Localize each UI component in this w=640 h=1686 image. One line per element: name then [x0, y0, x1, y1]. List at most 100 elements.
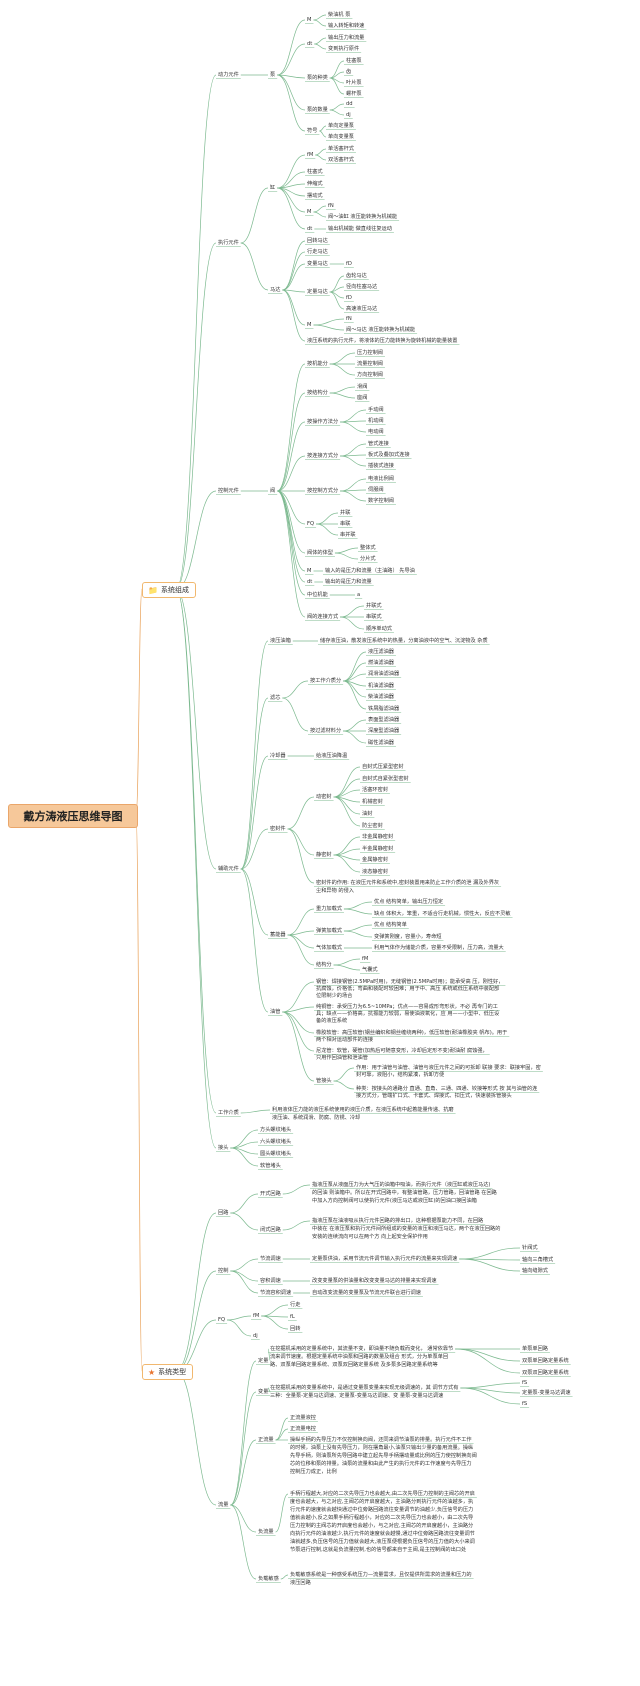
- node-gang-2[interactable]: 伸缩式: [307, 180, 323, 187]
- node-dingliang-2[interactable]: 流来调节速度。根据定量系统中油泵和回路的数量及组合 形式，分为单泵单回: [270, 1353, 449, 1360]
- node-fq2-m-2[interactable]: fL: [290, 1313, 295, 1320]
- node-xn-qt[interactable]: 气体加载式: [316, 944, 342, 951]
- node-fa-zw-1[interactable]: a: [357, 591, 361, 598]
- node-jt-4[interactable]: 软管堵头: [260, 1162, 281, 1169]
- node-jt-3[interactable]: 圆头螺纹堵头: [260, 1150, 292, 1157]
- node-gjt-2a[interactable]: 种类：按接头的通路分 直通、直角、三通、四通、铰接等形式 按 其与油管的连: [356, 1085, 538, 1092]
- node-gang-mm-2[interactable]: 阀～油缸 液压能转换为机械能: [328, 213, 398, 220]
- node-beng-m-1[interactable]: 柴油机 泵: [328, 11, 351, 18]
- node-beng-dt[interactable]: dt: [307, 40, 313, 47]
- node-gongzuo-2[interactable]: 液压油、系统润滑、防腐、防锈、冷却: [272, 1114, 361, 1121]
- node-gang-dt-1[interactable]: 输出机械能 做直线往复运动: [328, 225, 392, 232]
- node-fa-lj-2[interactable]: 板式及叠加式连接: [368, 451, 410, 458]
- node-fuliu-3[interactable]: 行元件的速度就会越快通过中位旁路回路流往变量调节的油越少,负压信号的压力: [290, 1506, 474, 1513]
- node-kaishi-2[interactable]: 的回油 则油箱中。所以在开式回路中，有整油管路，压力管路，回油管路 在回路: [312, 1189, 497, 1196]
- node-gang-m-2[interactable]: 双活塞杆式: [328, 156, 354, 163]
- node-gjt-1a[interactable]: 作用：用于油管与油管、油管与液压元件之间的可拆卸 联接 要求：联接牢固，密: [356, 1064, 541, 1071]
- node-lx-gz-4[interactable]: 机油滤油器: [368, 682, 394, 689]
- node-zhengliu-5[interactable]: 先导手柄，则油泵所先导回路中建立起先导手柄摆动量成比例的压力使控制换向阀: [290, 1452, 477, 1459]
- node-fa-lj-3[interactable]: 插装式连接: [368, 462, 394, 469]
- node-mada-dl-2[interactable]: 径向柱塞马达: [346, 283, 378, 290]
- node-gang-3[interactable]: 摆动式: [307, 192, 323, 199]
- node-mf-d-6[interactable]: 防尘密封: [362, 822, 383, 829]
- node-lx-cl-3[interactable]: 磁性滤油器: [368, 739, 394, 746]
- node-yg-3b[interactable]: 两个相对运动部件的连接: [316, 1036, 374, 1043]
- node-yg-1a[interactable]: 钢管：焊接钢管(2.5MPa时用)，无缝钢管(2.5MPa时用)；能承受高 压，…: [316, 978, 504, 985]
- node-fa-lf-2[interactable]: 串联式: [366, 613, 382, 620]
- node-gjt-2b[interactable]: 接方式分，管端扩口式、卡套式、焊接式、扣压式，快速装拆管接头: [356, 1092, 512, 1099]
- node-mada-bl[interactable]: 变量马达: [307, 260, 328, 267]
- node-xn-jg-1[interactable]: fM: [362, 955, 369, 962]
- node-gang-dt[interactable]: dt: [307, 225, 313, 232]
- node-bianliang-c[interactable]: fS: [522, 1400, 528, 1407]
- node-fq2-m-1[interactable]: 行走: [290, 1301, 301, 1308]
- node-fa-zw[interactable]: 中位机能: [307, 591, 328, 598]
- node-fa-cz-2[interactable]: 机动阀: [368, 417, 384, 424]
- node-fuzai-2[interactable]: 液压回路: [290, 1579, 311, 1586]
- node-fuzai[interactable]: 负载敏感: [258, 1575, 279, 1582]
- node-zhengliu-4[interactable]: 的时候，油泵上没有先导压力，则在摆角最小,油泵只输出少量的备用流量。操纵: [290, 1444, 474, 1451]
- node-mf-d-3[interactable]: 活塞环密封: [362, 786, 388, 793]
- node-lx-gz-6[interactable]: 铁屑脂滤油器: [368, 705, 400, 712]
- node-bishi-3[interactable]: 安装的连续流向可以在两个方 向上起安全保护作用: [312, 1233, 428, 1240]
- node-fa-cz-3[interactable]: 电动阀: [368, 428, 384, 435]
- node-mf-d-2[interactable]: 自封式自紧张型密封: [362, 775, 409, 782]
- node-zhengliu-6[interactable]: 芯的位移和泵的排量。油泵的流量和由此产生的执行元件的工作速度与先导压力: [290, 1460, 472, 1467]
- node-lx-gz-5[interactable]: 柴油滤油器: [368, 693, 394, 700]
- node-fa-lf[interactable]: 阀的连接方式: [307, 613, 339, 620]
- node-liuliang[interactable]: 流量: [218, 1501, 229, 1508]
- node-beng-dt-2[interactable]: 变到执行原件: [328, 45, 360, 52]
- node-zhengliu-3[interactable]: 操纵手柄的先导压力不仅控制换向阀，还同来调节油泵的排量。执行元件不工作: [290, 1436, 472, 1443]
- node-jieliu[interactable]: 节流调速: [260, 1255, 281, 1262]
- node-mf-d-1[interactable]: 自封式压紧型密封: [362, 763, 404, 770]
- node-fa-cz-1[interactable]: 手动阀: [368, 406, 384, 413]
- node-jieliu-1c[interactable]: 轴向缝隙式: [522, 1267, 548, 1274]
- node-lx-cl-1[interactable]: 表面型滤油器: [368, 716, 400, 723]
- node-youxiang[interactable]: 液压油箱: [270, 637, 291, 644]
- node-yg-4a[interactable]: 尼龙管：软管，硬管(加热后可随意变形，冷却后定形不变)耐油耐 腐蚀强，: [316, 1047, 488, 1054]
- node-mf-j[interactable]: 静密封: [316, 851, 332, 858]
- node-fa-kz[interactable]: 按控制方式分: [307, 487, 339, 494]
- node-kongzhi[interactable]: 控制元件: [218, 487, 239, 494]
- node-fa-fq-3[interactable]: 串并联: [340, 531, 356, 538]
- node-xn-th-2[interactable]: 变弹簧刚度，容量小，寿命短: [374, 933, 442, 940]
- node-fa-m[interactable]: M: [307, 567, 312, 574]
- node-mada-dl-1[interactable]: 齿轮马达: [346, 272, 367, 279]
- node-dongli[interactable]: 动力元件: [218, 71, 239, 78]
- node-dingliang-1[interactable]: 在挖掘机采用的定量系统中，其流量不变，即油量不随负载而变化， 通常依靠节: [270, 1345, 454, 1352]
- node-kaishi-3[interactable]: 中加入方向控制阀可以使执行元件(液压马达或液压缸)的回油口接回油箱: [312, 1197, 477, 1204]
- node-fq2-m-3[interactable]: 回转: [290, 1325, 301, 1332]
- node-fa-tx-1[interactable]: 整体式: [360, 544, 376, 551]
- node-yg-4b[interactable]: 只用作回油管和泄油管: [316, 1054, 368, 1061]
- node-bianliang-b[interactable]: 定量泵-变量马达调速: [522, 1389, 571, 1396]
- node-mf-d-5[interactable]: 油封: [362, 810, 373, 817]
- node-rongji[interactable]: 容积调速: [260, 1277, 281, 1284]
- node-mada[interactable]: 马达: [270, 286, 281, 293]
- node-jt-1[interactable]: 方头螺纹堵头: [260, 1126, 292, 1133]
- node-lx-cl-2[interactable]: 深度型滤油器: [368, 727, 400, 734]
- node-beng-m-2[interactable]: 输入转矩和转速: [328, 22, 365, 29]
- node-xn-jg[interactable]: 结构分: [316, 961, 332, 968]
- node-zhengliu[interactable]: 正流量: [258, 1436, 274, 1443]
- node-dingliang-3[interactable]: 路、双泵单回路定量系统、双泵双回路定量系统 及多泵多回路定量系统等: [270, 1361, 438, 1368]
- node-beng-fh[interactable]: 符号: [307, 127, 318, 134]
- node-fuzhu[interactable]: 辅助元件: [218, 865, 239, 872]
- node-yg-2c[interactable]: 备的液压系统: [316, 1017, 348, 1024]
- node-mifeng[interactable]: 密封件: [270, 825, 286, 832]
- node-mada-dl[interactable]: 定量马达: [307, 288, 328, 295]
- node-mada-1[interactable]: 回转马达: [307, 237, 328, 244]
- node-fa-dt[interactable]: dt: [307, 578, 313, 585]
- node-mf-desc-1[interactable]: 密封件的作用: 在液压元件和系统中,密封装置用来防止工作介质的泄 漏及外界灰: [316, 879, 500, 886]
- node-xn-th-1[interactable]: 优点 结构简单: [374, 921, 407, 928]
- node-fuliu-4[interactable]: 值就会越小,反之如果手柄行程越小，对应的二次先导压力也会越小，由二次先导: [290, 1514, 474, 1521]
- node-fuliu-1[interactable]: 手柄行程越大,对应的二次先导压力也会越大,由二次先导压力控制的主阀芯的开启: [290, 1490, 475, 1497]
- node-fa-kz-2[interactable]: 伺服阀: [368, 486, 384, 493]
- node-yg-2a[interactable]: 纯铜管：承受压力为6.5~10MPa；优点——容易成形弯形状，不必 再专门的工: [316, 1003, 498, 1010]
- node-fa-m-1[interactable]: 输入的是压力和流量（主油路） 先导油: [325, 567, 415, 574]
- node-fa-fq-2[interactable]: 串联: [340, 520, 351, 527]
- node-yg-1b[interactable]: 抗腐蚀，价格低；弯曲和装配时较困难；用于中、高压 系统或低压系统中装配部: [316, 985, 500, 992]
- node-zhengliu-2[interactable]: 正流量电控: [290, 1425, 316, 1432]
- node-mada-2[interactable]: 行走马达: [307, 248, 328, 255]
- node-fuliu-5[interactable]: 压力控制的主阀芯的开启度也会越小，与之对应,主阀芯的开启度越小，主油路分: [290, 1522, 474, 1529]
- node-fa-lj[interactable]: 按连接方式分: [307, 452, 339, 459]
